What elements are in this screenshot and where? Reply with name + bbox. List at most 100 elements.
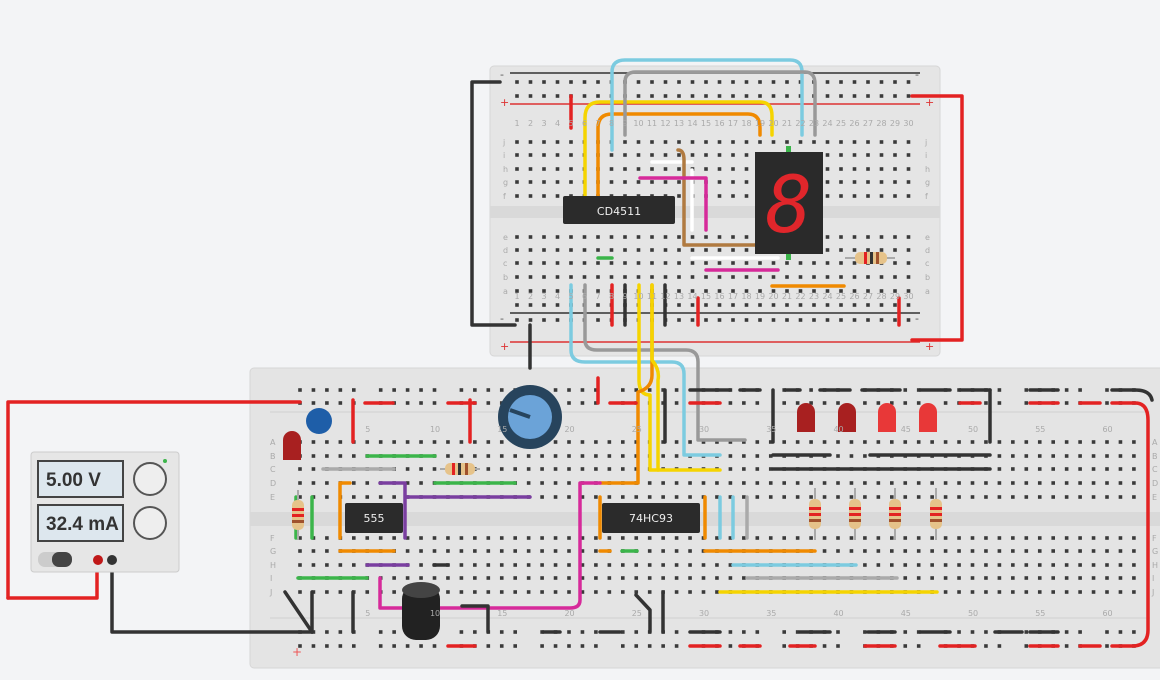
hole[interactable] [930, 563, 934, 567]
hole[interactable] [674, 536, 679, 540]
hole[interactable] [879, 180, 884, 184]
hole[interactable] [1091, 495, 1096, 499]
hole[interactable] [621, 388, 625, 392]
hole[interactable] [742, 401, 746, 405]
hole[interactable] [540, 563, 544, 567]
hole[interactable] [636, 275, 641, 279]
hole[interactable] [473, 563, 477, 567]
hole[interactable] [528, 289, 533, 293]
hole[interactable] [623, 235, 627, 239]
hole[interactable] [798, 140, 803, 144]
hole[interactable] [634, 576, 639, 580]
hole[interactable] [957, 536, 961, 540]
hole[interactable] [906, 303, 911, 307]
hole[interactable] [879, 303, 884, 307]
hole[interactable] [405, 440, 410, 444]
hole[interactable] [647, 388, 652, 392]
hole[interactable] [325, 644, 329, 648]
potentiometer[interactable] [498, 385, 562, 449]
hole[interactable] [1132, 576, 1136, 580]
hole[interactable] [1064, 563, 1069, 567]
hole[interactable] [997, 454, 1002, 458]
hole[interactable] [486, 590, 491, 594]
hole[interactable] [446, 590, 450, 594]
hole[interactable] [852, 248, 857, 252]
hole[interactable] [582, 275, 587, 279]
hole[interactable] [594, 576, 598, 580]
hole[interactable] [890, 549, 894, 553]
hole[interactable] [717, 303, 722, 307]
hole[interactable] [555, 261, 560, 265]
hole[interactable] [596, 248, 600, 252]
hole[interactable] [849, 440, 854, 444]
hole[interactable] [1105, 481, 1109, 485]
hole[interactable] [863, 401, 867, 405]
hole[interactable] [728, 481, 733, 485]
hole[interactable] [866, 94, 870, 98]
hole[interactable] [903, 440, 908, 444]
hole[interactable] [997, 576, 1002, 580]
hole[interactable] [567, 440, 571, 444]
hole[interactable] [704, 289, 708, 293]
hole[interactable] [782, 440, 786, 444]
hole[interactable] [970, 630, 975, 634]
hole[interactable] [744, 303, 749, 307]
hole[interactable] [499, 576, 504, 580]
hole[interactable] [555, 275, 560, 279]
hole[interactable] [352, 644, 356, 648]
hole[interactable] [771, 318, 776, 322]
hole[interactable] [879, 318, 884, 322]
hole[interactable] [621, 495, 625, 499]
hole[interactable] [663, 94, 668, 98]
hole[interactable] [567, 576, 571, 580]
upper-breadboard[interactable] [489, 65, 941, 357]
hole[interactable] [704, 318, 708, 322]
hole[interactable] [432, 576, 437, 580]
hole[interactable] [795, 536, 800, 540]
hole[interactable] [677, 180, 681, 184]
hole[interactable] [528, 318, 533, 322]
hole[interactable] [690, 248, 695, 252]
hole[interactable] [906, 194, 911, 198]
hole[interactable] [755, 536, 760, 540]
hole[interactable] [1024, 549, 1029, 553]
hole[interactable] [594, 536, 598, 540]
hole[interactable] [839, 180, 843, 184]
hole[interactable] [795, 630, 800, 634]
hole[interactable] [758, 303, 762, 307]
hole[interactable] [486, 440, 491, 444]
hole[interactable] [984, 576, 988, 580]
hole[interactable] [1078, 388, 1082, 392]
hole[interactable] [432, 388, 437, 392]
hole[interactable] [542, 275, 546, 279]
hole[interactable] [582, 261, 587, 265]
hole[interactable] [957, 481, 961, 485]
hole[interactable] [674, 481, 679, 485]
hole[interactable] [1037, 454, 1042, 458]
hole[interactable] [1011, 454, 1015, 458]
hole[interactable] [674, 576, 679, 580]
hole[interactable] [1078, 630, 1082, 634]
hole[interactable] [984, 495, 988, 499]
hole[interactable] [1118, 481, 1123, 485]
hole[interactable] [621, 440, 625, 444]
resistors-lower[interactable] [292, 463, 942, 540]
hole[interactable] [893, 80, 897, 84]
hole[interactable] [650, 261, 654, 265]
hole[interactable] [528, 235, 533, 239]
electrolytic-capacitor[interactable] [402, 582, 440, 640]
hole[interactable] [553, 440, 558, 444]
hole[interactable] [1078, 536, 1082, 540]
hole[interactable] [325, 590, 329, 594]
hole[interactable] [731, 289, 735, 293]
hole[interactable] [582, 248, 587, 252]
hole[interactable] [596, 318, 600, 322]
hole[interactable] [499, 467, 504, 471]
hole[interactable] [513, 630, 517, 634]
hole[interactable] [731, 140, 735, 144]
hole[interactable] [742, 536, 746, 540]
cd4511-chip[interactable]: CD4511 [563, 196, 675, 224]
hole[interactable] [419, 536, 423, 540]
hole[interactable] [1064, 495, 1069, 499]
hole[interactable] [839, 235, 843, 239]
